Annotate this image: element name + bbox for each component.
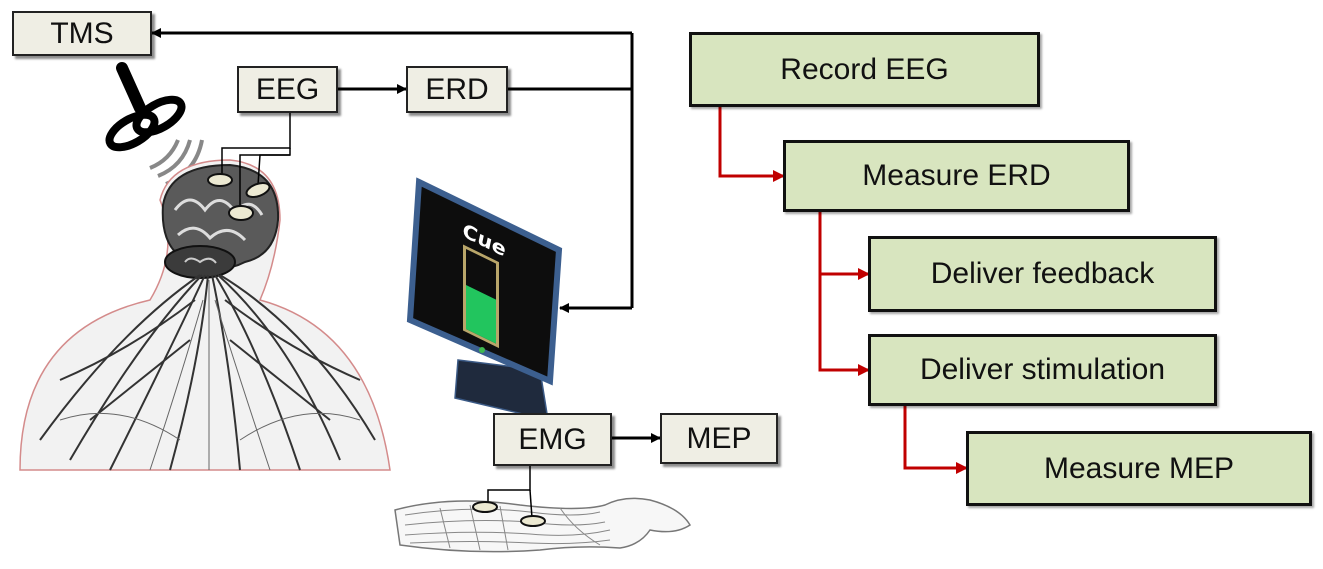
- eeg-box: EEG: [237, 66, 338, 113]
- brain-and-spine-icon: [19, 159, 391, 471]
- forearm-emg-icon: [394, 466, 692, 553]
- flow-step-deliver-stimulation: Deliver stimulation: [868, 334, 1217, 406]
- flow-arrow-1: [718, 107, 785, 182]
- feedback-bar-fill: [466, 284, 496, 344]
- mep-box: MEP: [660, 413, 778, 464]
- eeg-electrodes-icon: [207, 113, 291, 221]
- flow-step-measure-erd: Measure ERD: [783, 140, 1130, 212]
- flow-connectors: [718, 107, 968, 474]
- tms-coil-icon: [105, 62, 204, 186]
- tms-box: TMS: [12, 11, 152, 56]
- signal-connectors: [151, 28, 661, 443]
- flow-arrow-3: [818, 274, 870, 376]
- emg-box: EMG: [493, 413, 612, 466]
- erd-box: ERD: [406, 66, 508, 113]
- flow-step-record-eeg: Record EEG: [689, 32, 1040, 107]
- flow-arrow-4: [903, 406, 968, 474]
- feedback-bar-frame: [463, 244, 499, 349]
- flow-arrow-2: [818, 212, 870, 280]
- flow-step-deliver-feedback: Deliver feedback: [868, 236, 1217, 312]
- flow-step-measure-mep: Measure MEP: [966, 431, 1312, 506]
